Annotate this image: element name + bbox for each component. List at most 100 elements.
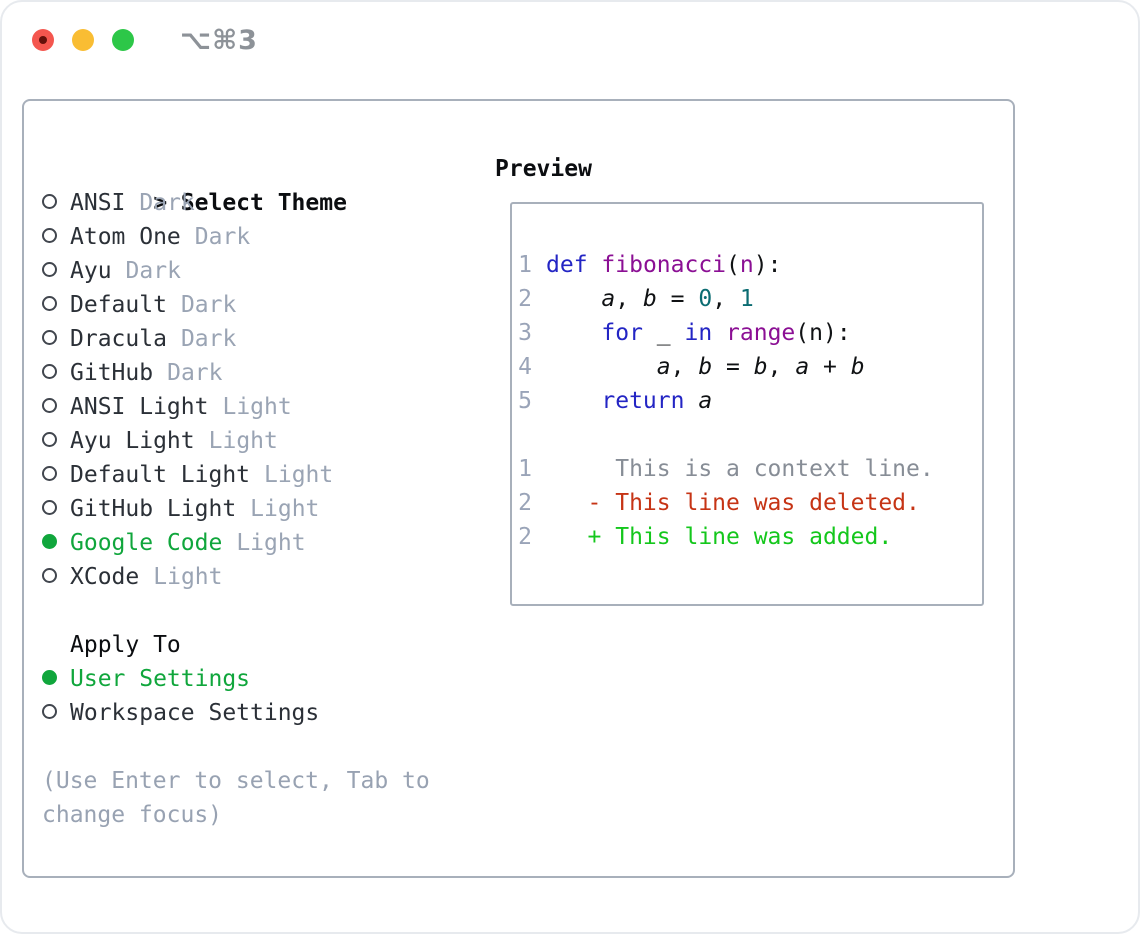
hint-line-1: (Use Enter to select, Tab to	[42, 768, 430, 794]
code-line: 1 This is a context line.	[518, 452, 982, 486]
hint-text: (Use Enter to select, Tab to change focu…	[42, 764, 492, 832]
code-token: b	[753, 354, 768, 380]
code-text: + This line was added.	[546, 524, 893, 550]
theme-name: Google Code	[70, 530, 223, 556]
radio-icon	[42, 194, 57, 209]
code-token: fibonacci	[601, 252, 727, 278]
theme-name: Dracula	[70, 326, 167, 352]
line-number: 1	[518, 252, 532, 278]
apply-option-workspace-settings[interactable]: Workspace Settings	[42, 696, 492, 730]
cursor-marker-icon: >	[153, 190, 168, 216]
code-token: ,	[615, 286, 643, 312]
apply-option-label: Workspace Settings	[70, 700, 320, 726]
code-token: b	[850, 354, 865, 380]
close-dot-icon	[39, 36, 47, 44]
code-line	[518, 418, 982, 452]
line-number: 5	[518, 388, 532, 414]
close-button[interactable]	[32, 29, 54, 51]
code-token: a	[601, 286, 616, 312]
code-line: 2 - This line was deleted.	[518, 486, 982, 520]
theme-variant: Light	[250, 496, 320, 522]
code-line: 3 for _ in range(n):	[518, 316, 982, 350]
code-token: ,	[670, 354, 699, 380]
code-token: b	[642, 286, 657, 312]
theme-variant: Dark	[167, 360, 223, 386]
zoom-button[interactable]	[112, 29, 134, 51]
select-theme-label: Select Theme	[180, 190, 347, 216]
code-token: return	[601, 388, 685, 414]
code-token: a	[795, 354, 810, 380]
theme-name: ANSI	[70, 190, 126, 216]
theme-option-ayu-light[interactable]: Ayu Light Light	[42, 424, 492, 458]
code-token: - This line was deleted.	[587, 490, 920, 516]
theme-variant: Light	[236, 530, 306, 556]
code-token: =	[712, 354, 754, 380]
line-number: 3	[518, 320, 532, 346]
code-text: a, b = 0, 1	[546, 286, 753, 312]
radio-selected-icon	[42, 670, 57, 685]
code-token	[546, 388, 601, 414]
theme-name: Ayu Light	[70, 428, 195, 454]
code-token: + This line was added.	[587, 524, 893, 550]
code-line: 2 a, b = 0, 1	[518, 282, 982, 316]
select-theme-header: > Select Theme	[42, 152, 492, 216]
code-token: ,	[767, 354, 796, 380]
radio-icon	[42, 262, 57, 277]
window-titlebar: ⌥⌘3	[32, 25, 258, 56]
code-token	[546, 524, 588, 550]
code-token: 0	[698, 286, 713, 312]
code-line: 1 def fibonacci(n):	[518, 248, 982, 282]
radio-icon	[42, 466, 57, 481]
code-token	[546, 490, 588, 516]
theme-name: Default	[70, 292, 167, 318]
theme-variant: Light	[264, 462, 334, 488]
line-number: 4	[518, 354, 532, 380]
code-token: range	[726, 320, 796, 346]
theme-variant: Light	[208, 428, 278, 454]
code-text: def fibonacci(n):	[546, 252, 781, 278]
code-token: a	[656, 354, 671, 380]
code-token: (	[726, 252, 740, 278]
radio-icon	[42, 398, 57, 413]
radio-icon	[42, 364, 57, 379]
theme-name: Default Light	[70, 462, 251, 488]
line-number: 2	[518, 490, 532, 516]
radio-icon	[42, 228, 57, 243]
code-token	[546, 320, 601, 346]
code-text: a, b = b, a + b	[546, 354, 865, 380]
code-token	[546, 286, 601, 312]
theme-name: ANSI Light	[70, 394, 209, 420]
code-token: (n):	[795, 320, 851, 346]
apply-option-user-settings[interactable]: User Settings	[42, 662, 492, 696]
minimize-button[interactable]	[72, 29, 94, 51]
code-token: a	[698, 388, 713, 414]
code-line: 2 + This line was added.	[518, 520, 982, 554]
code-token: _	[642, 320, 685, 346]
code-line: 5 return a	[518, 384, 982, 418]
preview-title: Preview	[495, 156, 592, 182]
code-token	[588, 252, 602, 278]
code-token: +	[809, 354, 851, 380]
line-number: 2	[518, 524, 532, 550]
theme-variant: Light	[153, 564, 223, 590]
theme-option-default-light[interactable]: Default Light Light	[42, 458, 492, 492]
theme-option-google-code[interactable]: Google Code Light	[42, 526, 492, 560]
code-text: for _ in range(n):	[546, 320, 851, 346]
radio-icon	[42, 432, 57, 447]
